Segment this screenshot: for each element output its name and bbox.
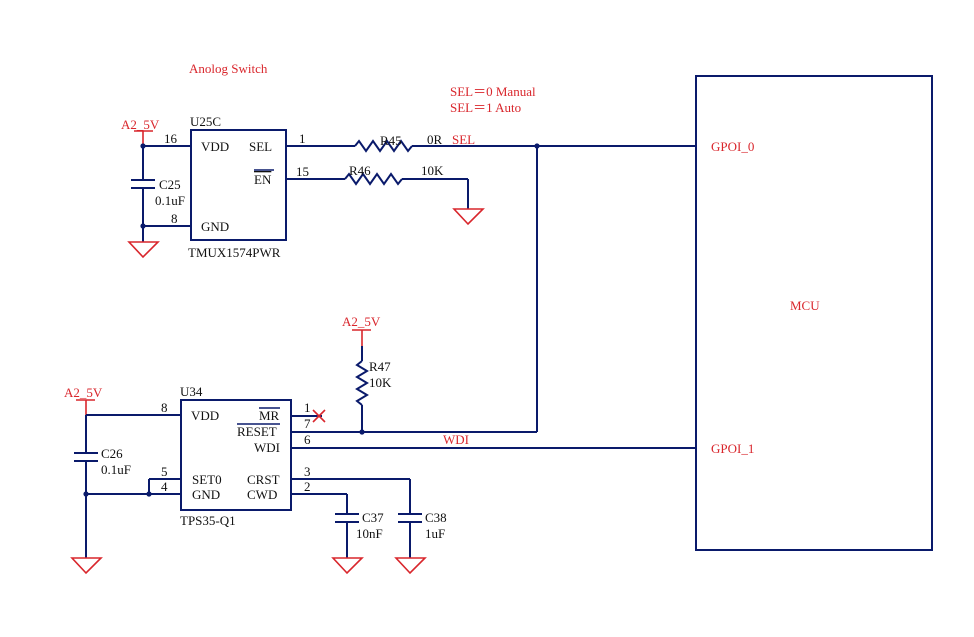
- u34-refdes: U34: [180, 384, 203, 399]
- u25c-pin-sel: SEL: [249, 139, 272, 154]
- svg-text:1uF: 1uF: [425, 526, 445, 541]
- ground-symbol: [452, 208, 485, 226]
- u34-pin-mr: MR: [259, 408, 280, 423]
- mcu-pin-gpoi0: GPOI_0: [711, 139, 754, 154]
- svg-text:C37: C37: [362, 510, 384, 525]
- svg-text:R47: R47: [369, 359, 391, 374]
- svg-text:C25: C25: [159, 177, 181, 192]
- svg-text:0R: 0R: [427, 132, 443, 147]
- resistor-r47: R47 10K: [355, 359, 392, 406]
- capacitor-c37: C37 10nF: [335, 510, 384, 541]
- u34-pin-number-reset: 7: [304, 416, 311, 431]
- u34-pin-number-crst: 3: [304, 464, 311, 479]
- svg-text:0.1uF: 0.1uF: [101, 462, 131, 477]
- u34-pin-number-set0: 5: [161, 464, 168, 479]
- u34-pin-number-wdi: 6: [304, 432, 311, 447]
- power-symbol-left: A2_5V: [64, 385, 103, 415]
- u34-pin-vdd: VDD: [191, 408, 219, 423]
- u25c-pin-number-sel: 1: [299, 131, 306, 146]
- no-connect-marker: [312, 409, 326, 423]
- power-label-left: A2_5V: [64, 385, 103, 400]
- junction-dot: [83, 491, 89, 497]
- sel-note-auto: SEL＝1 Auto: [450, 100, 521, 115]
- u25c-chip: [190, 129, 287, 241]
- svg-text:0.1uF: 0.1uF: [155, 193, 185, 208]
- u34-pin-number-cwd: 2: [304, 479, 311, 494]
- sel-note-manual: SEL＝0 Manual: [450, 84, 536, 99]
- ground-symbol: [70, 557, 103, 575]
- junction-dot: [146, 491, 152, 497]
- svg-text:10K: 10K: [421, 163, 444, 178]
- u34-pin-number-mr: 1: [304, 400, 311, 415]
- svg-text:C26: C26: [101, 446, 123, 461]
- u34-pin-wdi: WDI: [254, 440, 280, 455]
- mcu-block: [695, 75, 933, 551]
- u34-pin-set0: SET0: [192, 472, 222, 487]
- power-label-top: A2_5V: [121, 117, 160, 132]
- svg-text:R45: R45: [380, 133, 402, 148]
- net-label-sel: SEL: [452, 132, 475, 147]
- svg-text:10K: 10K: [369, 375, 392, 390]
- u25c-pin-number-vdd: 16: [164, 131, 178, 146]
- u34-pin-crst: CRST: [247, 472, 280, 487]
- u25c-part: TMUX1574PWR: [188, 245, 281, 260]
- power-label-r47: A2_5V: [342, 314, 381, 329]
- u34-part: TPS35-Q1: [180, 513, 236, 528]
- u34-pin-reset: RESET: [237, 424, 277, 439]
- u34-pin-cwd: CWD: [247, 487, 277, 502]
- power-symbol-top: A2_5V: [121, 117, 160, 146]
- capacitor-c25: C25 0.1uF: [131, 177, 185, 208]
- resistor-r46: R46 10K: [344, 163, 444, 186]
- power-symbol-r47: A2_5V: [342, 314, 381, 346]
- analog-switch-title: Anolog Switch: [189, 61, 268, 76]
- u25c-pin-number-en: 15: [296, 164, 309, 179]
- svg-text:R46: R46: [349, 163, 371, 178]
- svg-text:C38: C38: [425, 510, 447, 525]
- u34-pin-number-vdd: 8: [161, 400, 168, 415]
- u25c-refdes: U25C: [190, 114, 221, 129]
- mcu-label: MCU: [790, 298, 820, 313]
- net-label-wdi: WDI: [443, 432, 469, 447]
- junction-dot: [140, 223, 146, 229]
- u25c-pin-gnd: GND: [201, 219, 229, 234]
- ground-symbol: [394, 557, 427, 575]
- u25c-pin-number-gnd: 8: [171, 211, 178, 226]
- resistor-r45: R45 0R: [354, 132, 443, 153]
- u34-chip: [180, 399, 292, 511]
- u25c-pin-vdd: VDD: [201, 139, 229, 154]
- ground-symbol: [331, 557, 364, 575]
- capacitor-c26: C26 0.1uF: [74, 446, 131, 477]
- ground-symbol: [127, 241, 160, 259]
- svg-text:10nF: 10nF: [356, 526, 383, 541]
- capacitor-c38: C38 1uF: [398, 510, 447, 541]
- mcu-pin-gpoi1: GPOI_1: [711, 441, 754, 456]
- u25c-pin-en: EN: [254, 172, 272, 187]
- u34-pin-number-gnd: 4: [161, 479, 168, 494]
- u34-pin-gnd: GND: [192, 487, 220, 502]
